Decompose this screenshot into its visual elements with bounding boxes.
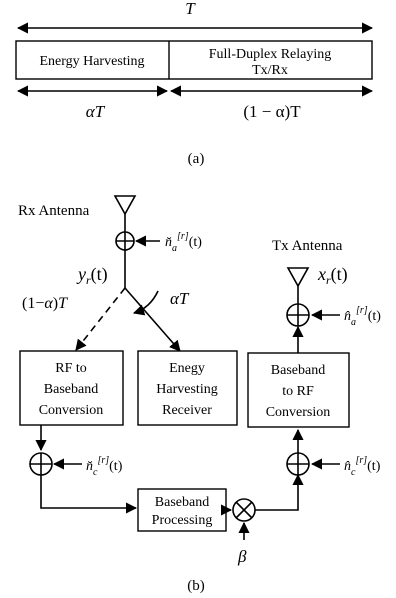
sum-node-conv-rx: [29, 452, 53, 476]
bb-proc-line1: Baseband: [155, 495, 209, 510]
to-conv-tx-sum-arrow: [255, 473, 304, 511]
caption-a: (a): [188, 151, 205, 167]
noise-conv-rx-label: n̆c[r](t): [86, 455, 123, 478]
tx-antenna-icon: [286, 267, 310, 288]
rf-to-bb-line1: RF to: [55, 361, 87, 376]
timeline-figure-a: T Energy Harvesting Full-Duplex Relaying…: [15, 0, 374, 167]
rf-to-bb-line3: Conversion: [39, 403, 104, 418]
frame-box: [15, 40, 373, 80]
bb-proc-line2: Processing: [152, 513, 213, 528]
noise-rx-antenna-label: n̆a[r](t): [165, 231, 202, 254]
period-label: T: [185, 0, 196, 18]
one-minus-alpha-label: (1 − α)T: [243, 102, 301, 121]
tx-antenna-label: Tx Antenna: [272, 238, 343, 254]
sum-node-conv-tx: [286, 452, 310, 476]
sum-node-tx-antenna: [286, 303, 310, 327]
bb-to-rf-line2: to RF: [282, 384, 314, 399]
gain-label: β: [237, 547, 247, 566]
rf-to-baseband-block: [19, 350, 124, 426]
bb-to-rf-line3: Conversion: [266, 405, 331, 420]
relaying-label-line2: Tx/Rx: [252, 63, 288, 78]
sum-node-rx-antenna: [115, 231, 135, 251]
baseband-processing-block: [137, 488, 227, 532]
rf-to-bb-line2: Baseband: [44, 382, 98, 397]
energy-harvesting-label: Energy Harvesting: [39, 54, 144, 69]
to-baseband-processing-arrow: [40, 475, 138, 514]
multiplier-node: [232, 498, 256, 522]
relaying-label-line1: Full-Duplex Relaying: [209, 47, 332, 62]
noise-conv-tx-label: n̂c[r](t): [344, 455, 381, 478]
switch-to-rf-dashed: [75, 287, 126, 351]
energy-line1: Enegy: [169, 361, 205, 376]
energy-line3: Receiver: [162, 403, 212, 418]
caption-b: (b): [187, 578, 205, 594]
split-right-label: αT: [170, 289, 190, 308]
alpha-label: αT: [86, 102, 106, 121]
block-diagram-b: Rx Antenna n̆a[r](t) yr(t) (1−α)T αT RF …: [18, 195, 381, 594]
rx-antenna-icon: [113, 195, 137, 216]
bb-to-rf-line1: Baseband: [271, 363, 325, 378]
switch-rotation-arrow: [132, 290, 159, 316]
rx-antenna-label: Rx Antenna: [18, 203, 90, 219]
split-left-label: (1−α)T: [22, 295, 68, 312]
baseband-to-rf-block: [247, 352, 350, 428]
received-signal-label: yr(t): [76, 264, 108, 287]
transmitted-signal-label: xr(t): [317, 264, 348, 287]
switch-to-energy-line: [124, 287, 181, 352]
energy-line2: Harvesting: [156, 382, 217, 397]
noise-tx-antenna-label: n̂a[r](t): [344, 305, 381, 328]
energy-harvesting-receiver-block: [137, 350, 238, 426]
